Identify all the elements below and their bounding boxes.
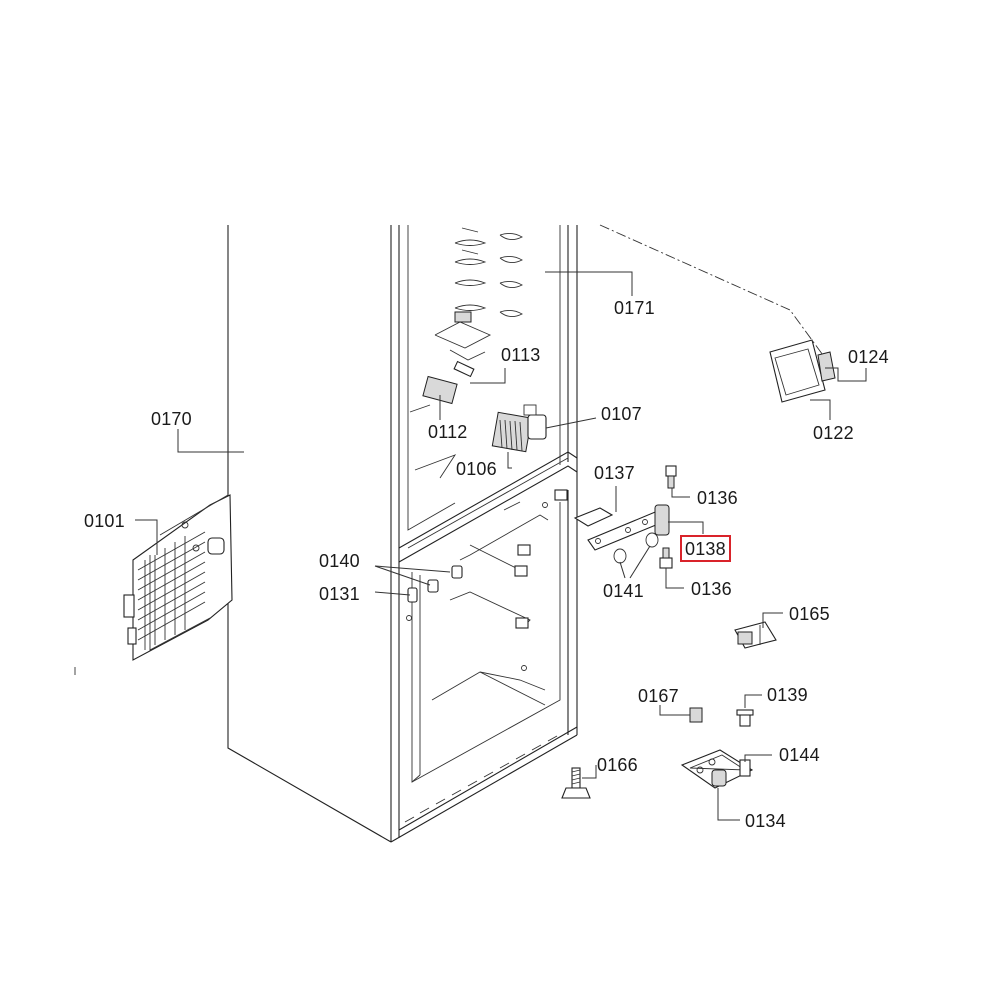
callout-0136-bottom: 0136	[691, 579, 732, 599]
fridge-cabinet	[227, 225, 578, 843]
callout-0139: 0139	[767, 685, 808, 705]
part-0167	[689, 707, 703, 723]
door-panel-assembly	[769, 339, 836, 403]
callout-0112: 0112	[428, 422, 468, 442]
callout-0101: 0101	[84, 511, 125, 531]
callout-0113: 0113	[501, 345, 541, 365]
callout-0166: 0166	[597, 755, 638, 775]
callout-0137: 0137	[594, 463, 635, 483]
hinge-assembly	[573, 465, 677, 569]
door-switch	[734, 621, 777, 649]
callout-0171: 0171	[614, 298, 655, 318]
callout-0124: 0124	[848, 347, 889, 367]
callout-0165: 0165	[789, 604, 830, 624]
callout-0170: 0170	[151, 409, 192, 429]
callout-0106: 0106	[456, 459, 497, 479]
bottom-hinge	[680, 749, 754, 789]
callout-0134: 0134	[745, 811, 786, 831]
screw-0139	[736, 709, 754, 727]
callout-0122: 0122	[813, 423, 854, 443]
vent-grille	[491, 411, 533, 453]
pins-0140-0131	[407, 565, 463, 603]
callout-0131: 0131	[319, 584, 360, 604]
callout-0144: 0144	[779, 745, 820, 765]
callout-0136-top: 0136	[697, 488, 738, 508]
callout-0140: 0140	[319, 551, 360, 571]
callout-0167: 0167	[638, 686, 679, 706]
freezer-door	[74, 494, 233, 675]
leveling-foot	[561, 767, 591, 799]
callout-0138-highlighted: 0138	[680, 535, 731, 562]
callout-0141: 0141	[603, 581, 644, 601]
leader-lines	[135, 271, 867, 821]
callout-0107: 0107	[601, 404, 642, 424]
